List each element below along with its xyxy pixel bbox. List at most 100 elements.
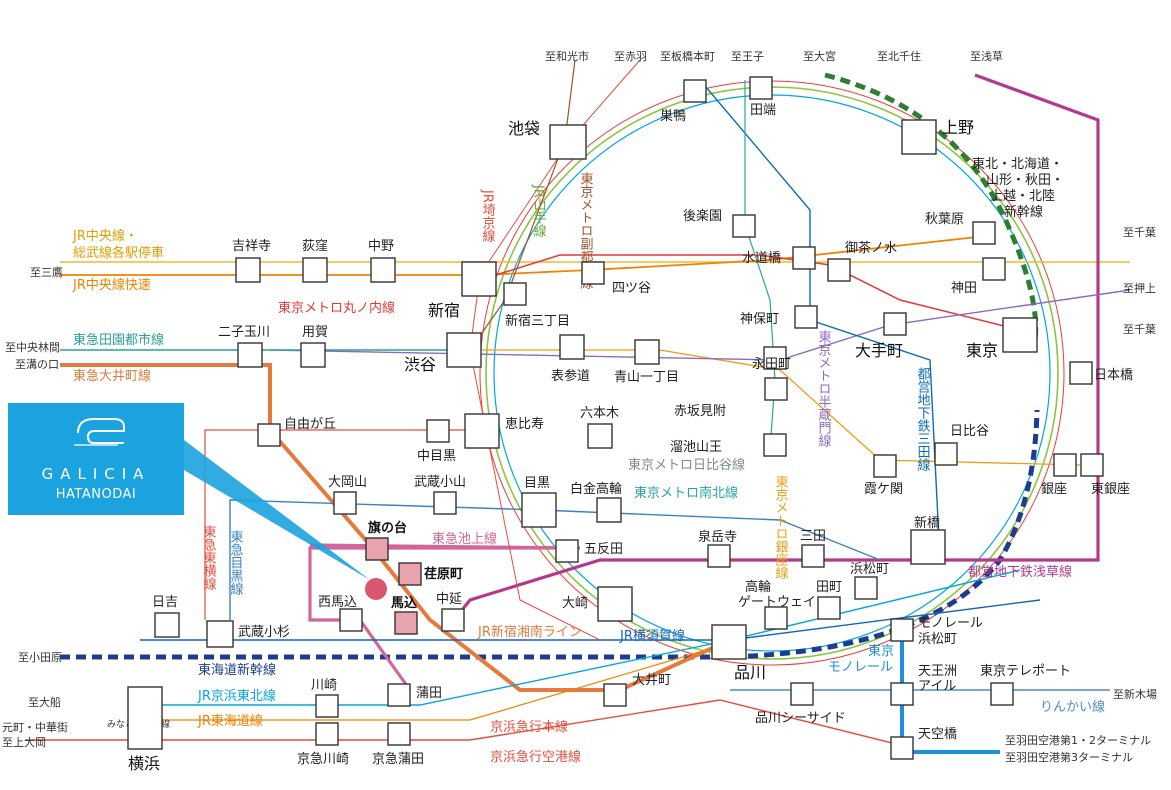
- station-box-kasumigaseki: [873, 454, 897, 478]
- line-monorail-2: モノレール: [828, 660, 893, 675]
- station-shibuya: 渋谷: [404, 355, 436, 374]
- station-box-hamamatsucho: [854, 576, 878, 600]
- station-box-hibiya: [934, 442, 958, 466]
- station-box-tabata: [749, 76, 773, 100]
- line-oimachi: 東急大井町線: [73, 368, 151, 384]
- station-box-keikyu-kamata: [387, 722, 411, 746]
- station-box-gotanda: [555, 539, 579, 563]
- station-box-nagatacho: [763, 346, 787, 370]
- station-box-ikebukuro: [549, 124, 587, 160]
- fukutoshin-line: [469, 59, 576, 351]
- station-aoyama: 青山一丁目: [614, 370, 679, 385]
- station-ochanomizu: 御茶ノ水: [845, 240, 897, 256]
- station-box-akasaka: [764, 377, 788, 401]
- station-kamata: 蒲田: [416, 686, 442, 701]
- line-yokosuka: JR横須賀線: [619, 628, 685, 644]
- station-box-ookayama: [333, 491, 357, 515]
- station-box-sengakuji: [707, 544, 731, 568]
- line-mita: 都営地下鉄三田線: [915, 367, 931, 471]
- station-tameike: 溜池山王: [670, 440, 722, 455]
- station-yoga: 用賀: [302, 325, 328, 340]
- station-box-osaki: [597, 586, 633, 622]
- station-shimbashi: 新橋: [914, 515, 940, 531]
- station-box-yokohama: [127, 686, 163, 750]
- station-box-shimbashi: [910, 529, 946, 565]
- station-hiyoshi: 日吉: [152, 595, 178, 610]
- station-korakuen: 後楽園: [683, 208, 722, 224]
- station-musashikoyama: 武蔵小山: [414, 475, 466, 490]
- station-nagatacho: 永田町: [752, 357, 791, 372]
- line-marunouchi: 東京メトロ丸ノ内線: [278, 300, 395, 316]
- station-box-shibuya: [446, 332, 482, 368]
- dir-motomachi: 元町・中華街: [2, 720, 68, 734]
- line-saikyo: JR埼京線: [480, 189, 496, 242]
- dir-chuo-rinkan: 至中央林間: [5, 340, 60, 354]
- station-box-roppongi: [587, 423, 613, 449]
- station-osaki: 大崎: [562, 596, 588, 611]
- station-box-ochanomizu: [827, 258, 851, 282]
- station-jiyugaoka: 自由が丘: [284, 417, 336, 432]
- station-box-takanawa: [764, 606, 788, 630]
- station-box-sugamo: [683, 79, 707, 103]
- station-hibiya: 日比谷: [950, 424, 989, 439]
- logo-pointer: [184, 440, 370, 580]
- station-box-ebisu: [464, 413, 500, 449]
- station-shinagawa: 品川: [734, 663, 766, 682]
- station-box-keikyu-kawasaki: [315, 722, 339, 746]
- station-box-oimachi: [603, 683, 627, 707]
- line-chuo-rapid: JR中央線快速: [72, 277, 151, 293]
- station-yokohama: 横浜: [128, 754, 160, 773]
- station-keikyu-kawasaki: 京急川崎: [297, 752, 349, 767]
- line-keikyu-airport: 京浜急行空港線: [490, 749, 581, 765]
- station-box-magome: [394, 611, 418, 635]
- station-kanda: 神田: [951, 281, 977, 296]
- station-box-yoga: [300, 342, 326, 368]
- current-location-marker: [365, 578, 387, 600]
- dir-haneda12: 至羽田空港第1・2ターミナル: [1005, 733, 1151, 747]
- dir-chiba2: 至千葉: [1123, 322, 1156, 336]
- station-omotesando: 表参道: [551, 368, 590, 384]
- station-box-jiyugaoka: [257, 423, 281, 447]
- line-tokaido: JR東海道線: [197, 713, 263, 729]
- station-keikyu-kamata: 京急蒲田: [372, 752, 424, 767]
- line-rinkai: りんかい線: [1040, 699, 1105, 715]
- station-box-tokyo: [1002, 317, 1038, 353]
- station-futako: 二子玉川: [218, 325, 270, 340]
- line-namboku: 東京メトロ南北線: [634, 485, 738, 501]
- station-box-korakuen: [732, 214, 756, 238]
- station-box-suidobashi: [792, 246, 816, 270]
- station-kasumigaseki: 霞ケ関: [864, 482, 903, 497]
- line-asakusa: 都営地下鉄浅草線: [968, 564, 1072, 580]
- station-musashikosugi: 武蔵小杉: [238, 625, 290, 640]
- station-box-ginza: [1053, 453, 1077, 477]
- station-meguro: 目黒: [524, 476, 550, 491]
- tohoku-4: 新幹線: [1004, 204, 1043, 220]
- dir-mizonokuchi: 至溝の口: [15, 358, 59, 371]
- station-tennozu-2: アイル: [918, 679, 956, 694]
- station-box-tenkubashi: [890, 736, 914, 760]
- ikegami-line: [308, 543, 581, 691]
- dir-akabane: 至赤羽: [614, 50, 647, 63]
- tokaido-shinkansen-line: [60, 409, 1040, 660]
- station-higashi-ginza: 東銀座: [1091, 481, 1130, 497]
- station-shinjuku: 新宿: [428, 301, 460, 320]
- station-box-mita: [801, 544, 825, 568]
- line-toyoko: 東急東横線: [201, 524, 217, 590]
- toyoko-line: [204, 429, 480, 620]
- station-box-musashikosugi: [206, 620, 234, 648]
- station-oimachi: 大井町: [632, 673, 671, 688]
- station-ookayama: 大岡山: [328, 475, 367, 490]
- station-box-kichijoji: [235, 257, 261, 283]
- station-ogikubo: 荻窪: [302, 238, 328, 254]
- dir-oji: 至王子: [731, 50, 764, 63]
- station-box-futako: [237, 342, 263, 368]
- station-akihabara: 秋葉原: [925, 212, 964, 227]
- station-hamamatsucho: 浜松町: [850, 562, 889, 577]
- station-monorail-hama-1: モノレール: [918, 616, 983, 631]
- station-tamachi: 田町: [816, 580, 842, 595]
- station-takanawa-2: ゲートウェイ: [738, 595, 816, 610]
- dir-itabashi: 至板橋本町: [660, 49, 715, 63]
- tohoku-2: 山形・秋田・: [986, 173, 1064, 188]
- station-magome: 馬込: [391, 595, 418, 611]
- station-yotsuya: 四ツ谷: [612, 281, 651, 296]
